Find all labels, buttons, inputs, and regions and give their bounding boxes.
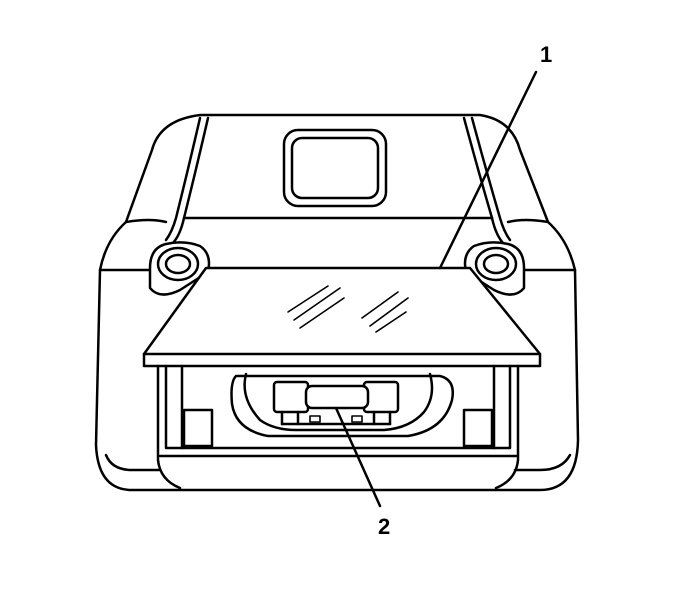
callout-2-leader [334,406,382,508]
lens [142,266,542,368]
left-mounting-boss [148,241,211,296]
callout-1-leader [438,70,538,270]
bulb [272,380,400,426]
right-mounting-boss [463,241,526,296]
top-cover [164,116,512,246]
callout-2-label: 2 [378,514,390,539]
top-window [282,128,388,208]
callout-1-label: 1 [540,42,552,67]
